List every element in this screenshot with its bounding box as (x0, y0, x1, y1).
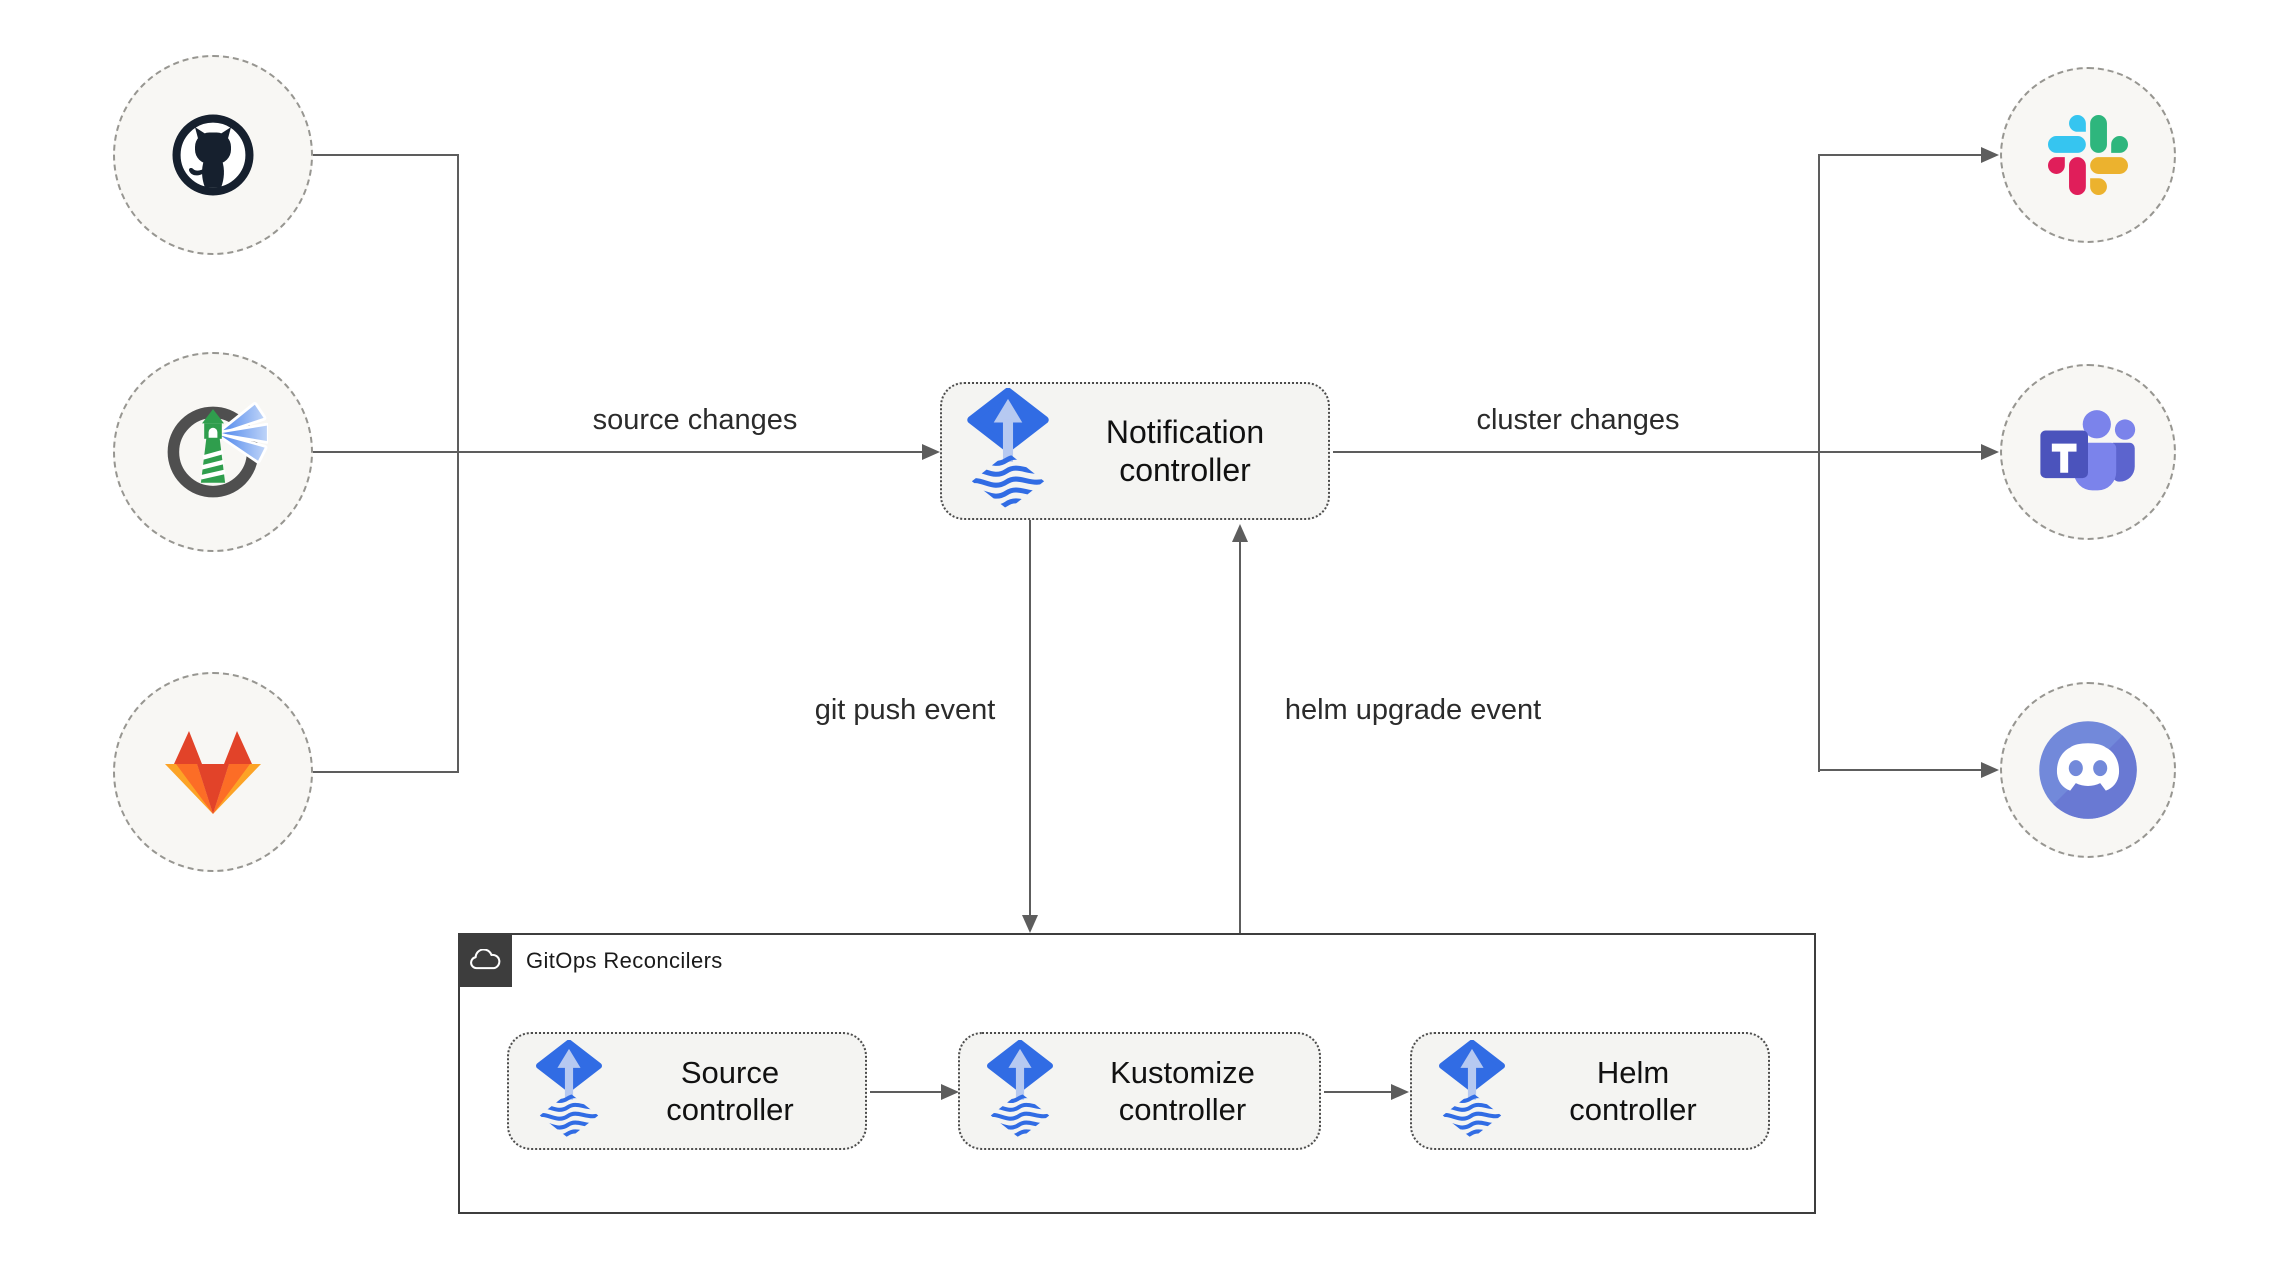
arrowhead-helm (1391, 1084, 1409, 1100)
helm-controller-label: Helm controller (1569, 1055, 1697, 1127)
github-icon (168, 110, 258, 200)
kustomize-controller-node: Kustomize controller (958, 1032, 1321, 1150)
flux-icon (966, 388, 1050, 514)
kustomize-controller-label: Kustomize controller (1110, 1055, 1255, 1127)
edge-label-git-push-event: git push event (814, 694, 996, 726)
flux-icon (1438, 1040, 1506, 1142)
gitlab-icon (163, 726, 263, 818)
notification-controller-node: Notification controller (940, 382, 1330, 520)
helm-controller-node: Helm controller (1410, 1032, 1770, 1150)
connector-kustomize-helm (1324, 1091, 1392, 1093)
arrowhead-into-notification (922, 444, 940, 460)
connector-git-push (1029, 520, 1031, 915)
gitops-reconcilers-container: GitOps Reconcilers (458, 933, 1816, 1214)
notification-controller-label: Notification controller (1105, 414, 1265, 488)
edge-label-source-changes: source changes (592, 404, 798, 436)
gitlab-node (113, 672, 313, 872)
arrowhead-kustomize (941, 1084, 959, 1100)
arrowhead-git-push (1022, 915, 1038, 933)
github-node (113, 55, 313, 255)
container-label: GitOps Reconcilers (526, 948, 723, 973)
cloud-icon (468, 949, 502, 972)
source-controller-label: Source controller (666, 1055, 794, 1127)
slack-node (2000, 67, 2176, 243)
flux-icon (535, 1040, 603, 1142)
connector-to-discord (1818, 769, 1982, 771)
flux-icon (986, 1040, 1054, 1142)
connector-source-kustomize (870, 1091, 942, 1093)
discord-icon (2028, 710, 2148, 830)
connector-to-slack (1818, 154, 1982, 156)
source-controller-node: Source controller (507, 1032, 867, 1150)
connector-gitlab-stub (313, 771, 459, 773)
edge-label-helm-upgrade-event: helm upgrade event (1284, 694, 1542, 726)
connector-right-bus (1818, 154, 1820, 772)
connector-helm-upgrade (1239, 542, 1241, 933)
arrowhead-helm-upgrade (1232, 524, 1248, 542)
arrowhead-teams (1981, 444, 1999, 460)
edge-label-cluster-changes: cluster changes (1476, 404, 1680, 436)
teams-icon (2035, 404, 2141, 501)
connector-github-stub (313, 154, 459, 156)
teams-node (2000, 364, 2176, 540)
harbor-node (113, 352, 313, 552)
connector-cluster-changes (1333, 451, 1819, 453)
connector-source-changes (313, 451, 923, 453)
discord-node (2000, 682, 2176, 858)
harbor-icon (158, 397, 268, 507)
container-header-tile (458, 933, 512, 987)
arrowhead-slack (1981, 147, 1999, 163)
connector-left-bus (457, 154, 459, 773)
slack-icon (2048, 115, 2128, 195)
arrowhead-discord (1981, 762, 1999, 778)
connector-to-teams (1820, 451, 1982, 453)
